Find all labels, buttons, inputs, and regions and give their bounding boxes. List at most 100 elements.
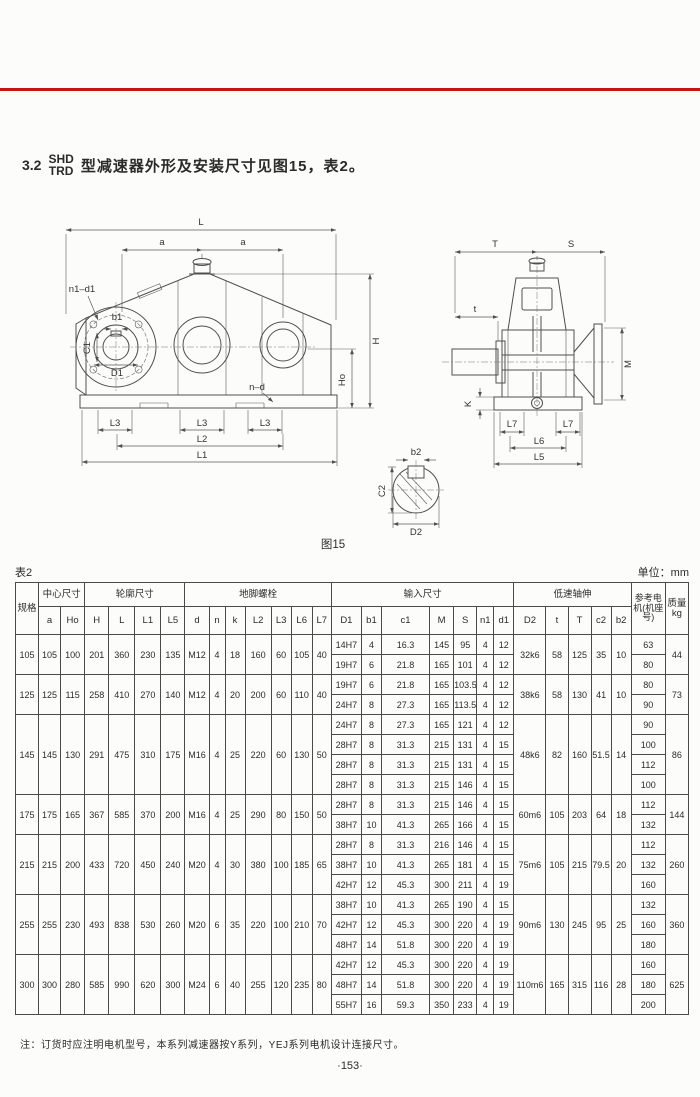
cell-d1: 48H7 — [330, 934, 362, 955]
mass-unit: kg — [671, 607, 682, 619]
cell-s: 101 — [453, 654, 478, 675]
cell-d: M24 — [184, 954, 210, 1015]
cell-motor: 160 — [630, 954, 666, 975]
cell-spec: 105 — [14, 634, 40, 675]
cell-d2: 48k6 — [513, 714, 547, 795]
cell-t: 58 — [545, 634, 569, 675]
column-header-k: k — [224, 606, 246, 635]
cell-ho: 200 — [60, 834, 86, 895]
cell-s: 113.5 — [453, 694, 478, 715]
cell-motor: 112 — [630, 794, 666, 815]
cell-motor: 160 — [630, 874, 666, 895]
svg-text:b1: b1 — [112, 312, 123, 323]
cell-s: 220 — [453, 974, 478, 995]
cell-c2: 35 — [590, 634, 612, 675]
cell-dd1: 19 — [493, 914, 515, 935]
cell-s: 131 — [453, 754, 478, 775]
cell-d2: 90m6 — [513, 894, 547, 955]
cell-spec: 145 — [14, 714, 40, 795]
cell-k: 40 — [224, 954, 246, 1015]
table-title: 表2 — [15, 567, 33, 579]
cell-d1: 28H7 — [330, 754, 362, 775]
page-number: ·153· — [337, 1060, 363, 1072]
front-view-drawing — [70, 258, 338, 409]
col-header-mass: 质量 kg — [664, 582, 690, 635]
shaft-section-drawing: b2 C2 D2 — [377, 447, 444, 538]
cell-spec: 255 — [14, 894, 40, 955]
cell-b2: 14 — [610, 714, 632, 795]
cell-a: 255 — [38, 894, 62, 955]
svg-text:C1: C1 — [82, 342, 93, 354]
cell-b1: 10 — [360, 854, 382, 875]
cell-c1: 21.8 — [380, 654, 431, 675]
cell-c1: 27.3 — [380, 714, 431, 735]
cell-c1: 27.3 — [380, 694, 431, 715]
cell-t: 82 — [545, 714, 569, 795]
cell-l2: 160 — [244, 634, 272, 675]
column-header-T: T — [567, 606, 592, 635]
cell-d1: 28H7 — [330, 734, 362, 755]
cell-m: 216 — [429, 834, 455, 855]
cell-n1: 4 — [476, 774, 495, 795]
cell-t: 58 — [545, 674, 569, 715]
section-heading: 3.2 SHD TRD 型减速器外形及安装尺寸见图15，表2。 — [22, 153, 365, 177]
cell-s: 166 — [453, 814, 478, 835]
cell-d1: 24H7 — [330, 714, 362, 735]
cell-l6: 130 — [290, 714, 313, 795]
cell-motor: 90 — [630, 694, 666, 715]
cell-l: 360 — [108, 634, 136, 675]
cell-c1: 16.3 — [380, 634, 431, 655]
table-meta: 表2 单位：mm — [15, 564, 689, 580]
col-group-bolt: 地脚螺栓 — [184, 582, 332, 607]
column-header-L7: L7 — [311, 606, 332, 635]
cell-n1: 4 — [476, 954, 495, 975]
cell-l3: 100 — [270, 894, 292, 955]
cell-motor: 112 — [630, 834, 666, 855]
cell-motor: 160 — [630, 914, 666, 935]
cell-c2: 64 — [590, 794, 612, 835]
column-header-n: n — [208, 606, 226, 635]
cell-k: 30 — [224, 834, 246, 895]
front-view-dimensions: L a a n1–d1 b1 C1 D1 n–d — [65, 217, 382, 466]
cell-n1: 4 — [476, 714, 495, 735]
cell-d1: 28H7 — [330, 774, 362, 795]
cell-mass: 44 — [664, 634, 690, 675]
model-bottom: TRD — [48, 164, 74, 178]
cell-l6: 185 — [290, 834, 313, 895]
svg-text:S: S — [568, 239, 574, 250]
cell-l: 720 — [108, 834, 136, 895]
cell-m: 350 — [429, 994, 455, 1015]
cell-a: 145 — [38, 714, 62, 795]
cell-m: 215 — [429, 754, 455, 775]
cell-n: 4 — [208, 794, 226, 835]
cell-ho: 230 — [60, 894, 86, 955]
cell-spec: 300 — [14, 954, 40, 1015]
svg-text:L3: L3 — [110, 418, 121, 429]
cell-tt: 245 — [567, 894, 592, 955]
cell-a: 125 — [38, 674, 62, 715]
column-header-c2: c2 — [590, 606, 612, 635]
cell-l7: 80 — [311, 954, 332, 1015]
cell-l5: 240 — [160, 834, 186, 895]
cell-l3: 120 — [270, 954, 292, 1015]
column-header-t: t — [545, 606, 569, 635]
section-title-text: 型减速器外形及安装尺寸见图15，表2。 — [80, 157, 365, 175]
cell-d2: 38k6 — [513, 674, 547, 715]
cell-c1: 31.3 — [380, 774, 431, 795]
cell-l5: 135 — [160, 634, 186, 675]
cell-dd1: 12 — [493, 654, 515, 675]
column-header-S: S — [453, 606, 478, 635]
cell-motor: 132 — [630, 854, 666, 875]
cell-d: M16 — [184, 714, 210, 795]
cell-d2: 32k6 — [513, 634, 547, 675]
cell-ho: 100 — [60, 634, 86, 675]
cell-l: 410 — [108, 674, 136, 715]
cell-c1: 41.3 — [380, 894, 431, 915]
cell-m: 165 — [429, 674, 455, 695]
cell-dd1: 15 — [493, 894, 515, 915]
cell-d: M20 — [184, 834, 210, 895]
cell-c1: 31.3 — [380, 734, 431, 755]
cell-a: 105 — [38, 634, 62, 675]
svg-text:T: T — [492, 239, 498, 250]
